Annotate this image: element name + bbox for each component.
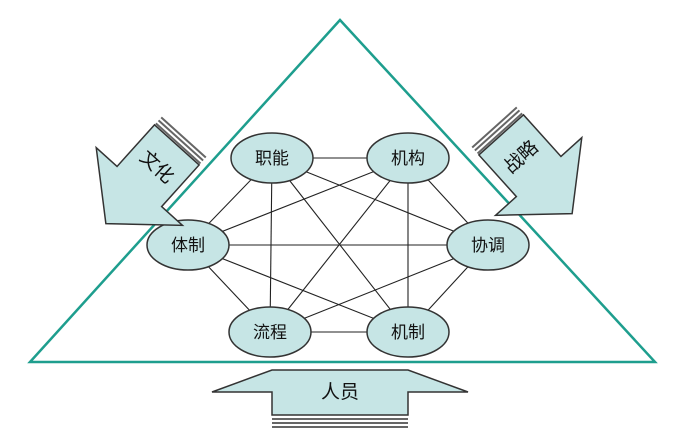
- outer-triangle: [27, 18, 658, 364]
- node-tizhi: 体制: [146, 219, 230, 271]
- node-label: 流程: [253, 323, 287, 343]
- arrow-bottom-label: 人员: [321, 381, 359, 403]
- line-xietiao-liucheng: [269, 244, 489, 333]
- node-liucheng: 流程: [228, 306, 312, 358]
- arrow-left-culture: 文化: [95, 116, 207, 227]
- arrow-bottom-personnel: 人员: [211, 369, 469, 428]
- line-jigou-tizhi: [187, 157, 409, 246]
- node-jizhi: 机制: [366, 306, 450, 358]
- node-label: 机构: [391, 149, 425, 169]
- arrow-right-strategy: 战略: [471, 106, 583, 217]
- node-jigou: 机构: [366, 132, 450, 184]
- node-xietiao: 协调: [446, 219, 530, 271]
- connection-lines: [187, 157, 489, 333]
- line-tizhi-jizhi: [187, 244, 409, 333]
- node-label: 机制: [391, 323, 425, 343]
- node-label: 体制: [171, 236, 205, 256]
- node-zhineng: 职能: [230, 132, 314, 184]
- line-zhineng-xietiao: [271, 157, 489, 246]
- node-label: 协调: [471, 236, 505, 256]
- node-label: 职能: [255, 149, 289, 169]
